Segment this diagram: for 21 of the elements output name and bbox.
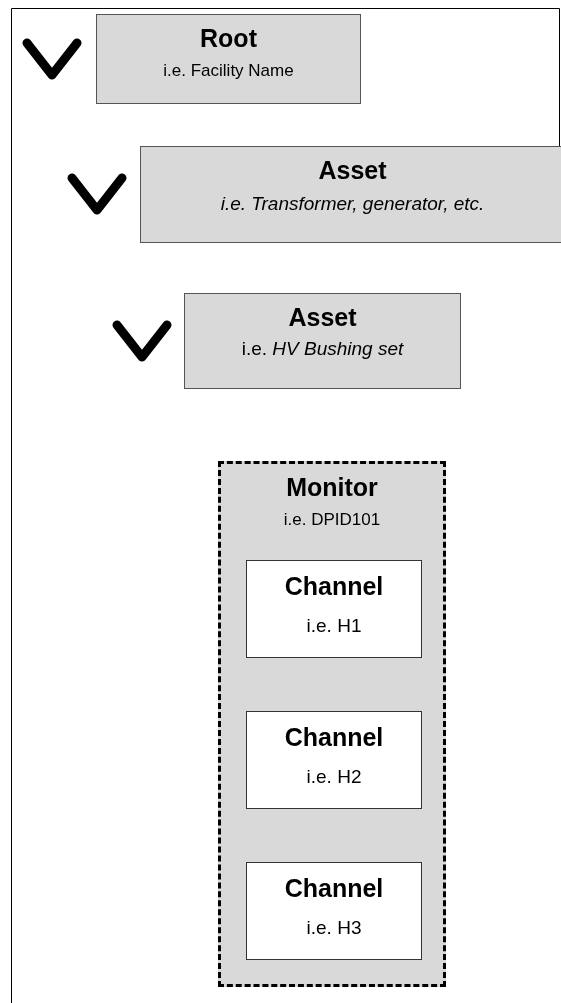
node-title: Monitor — [285, 472, 379, 502]
example-text: i.e. Facility Name — [162, 61, 295, 82]
node-title: Root — [199, 23, 258, 53]
node-title: Channel — [283, 571, 385, 601]
node-title: Channel — [283, 722, 385, 752]
root-box — [96, 14, 361, 104]
example-text: i.e. H3 — [305, 917, 363, 940]
example-text: i.e. H2 — [305, 766, 363, 789]
example-text: i.e. HV Bushing set — [240, 338, 405, 361]
asset-box — [184, 293, 461, 389]
node-title: Asset — [287, 302, 358, 332]
node-title: Channel — [283, 873, 385, 903]
channel-box — [246, 711, 422, 809]
asset-box — [140, 146, 561, 243]
channel-box — [246, 862, 422, 960]
example-text: i.e. H1 — [305, 615, 363, 638]
example-text: i.e. DPID101 — [282, 510, 382, 531]
node-title: Asset — [317, 155, 388, 185]
channel-box — [246, 560, 422, 658]
example-text: i.e. Transformer, generator, etc. — [219, 193, 486, 216]
monitor-container — [218, 461, 446, 987]
